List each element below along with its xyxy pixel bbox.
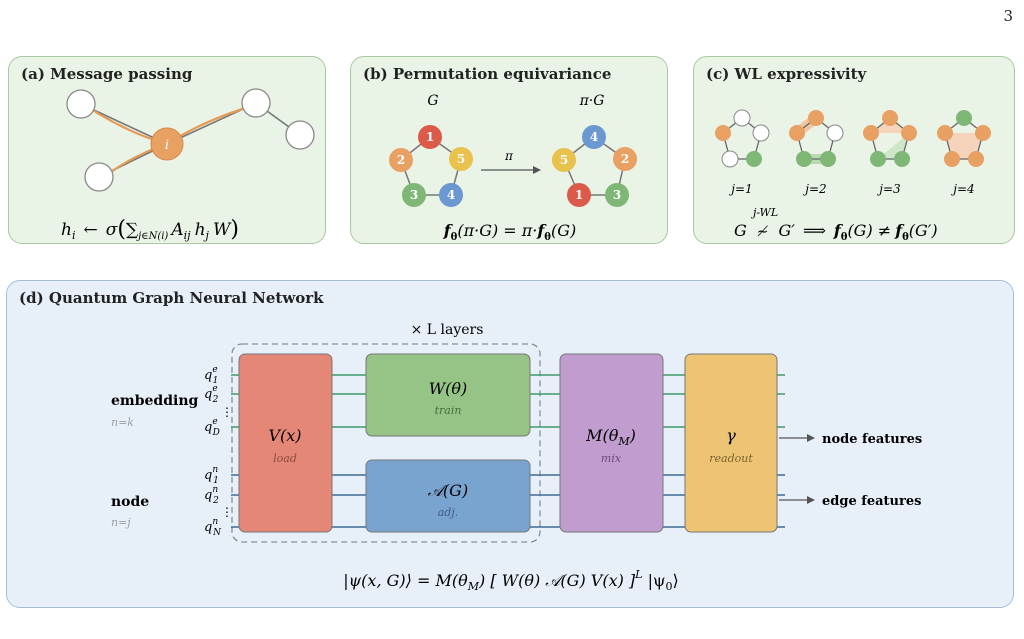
svg-text:2: 2 — [397, 153, 405, 167]
load-label: V(x) — [268, 426, 301, 445]
ellipsis: ⋮ — [221, 405, 233, 419]
svg-text:qn1: qn1 — [204, 465, 219, 486]
permutation-graphs: G π·G 1 2 5 3 4 π — [389, 93, 637, 243]
svg-text:5: 5 — [457, 152, 465, 166]
panel-quantum-gnn: (d) Quantum Graph Neural Network × L lay… — [6, 280, 1014, 608]
mix-block — [559, 353, 664, 533]
svg-text:qe1: qe1 — [204, 365, 218, 386]
svg-text:1: 1 — [426, 130, 434, 144]
j-label: j=4 — [950, 182, 974, 196]
svg-text:3: 3 — [410, 188, 418, 202]
mix-sublabel: mix — [601, 452, 622, 465]
panel-d-title: (d) Quantum Graph Neural Network — [19, 289, 324, 307]
panel-b-title: (b) Permutation equivariance — [363, 65, 612, 83]
ellipsis: ⋮ — [221, 505, 233, 519]
load-block — [238, 353, 333, 533]
j-label: j=1 — [728, 182, 752, 196]
panel-permutation-equivariance: (b) Permutation equivariance G π·G 1 2 5… — [350, 56, 668, 244]
readout-label: γ — [726, 426, 736, 445]
layers-box — [231, 343, 541, 543]
node-green — [402, 183, 426, 207]
embedding-label: embedding — [111, 393, 198, 409]
adjacency-block — [365, 459, 531, 533]
adjacency-label: 𝒜(G) — [428, 481, 468, 500]
svg-text:4: 4 — [447, 188, 455, 202]
train-block — [365, 353, 531, 437]
equivariance-equation: fθ(π·G) = π·fθ(G) — [443, 221, 576, 243]
svg-text:4: 4 — [590, 130, 598, 144]
center-node-label: i — [165, 138, 169, 153]
readout-block — [684, 353, 778, 533]
embedding-n: n=k — [111, 416, 134, 429]
panel-c-title: (c) WL expressivity — [706, 65, 867, 83]
svg-text:1: 1 — [575, 188, 583, 202]
label-g: G — [427, 93, 438, 109]
train-label: W(θ) — [429, 379, 468, 398]
svg-text:5: 5 — [560, 153, 568, 167]
node-label: node — [111, 494, 149, 510]
node-yellow — [449, 147, 473, 171]
wl-label: j-WL — [750, 206, 778, 219]
wl-equation: G≁G′⟹fθ(G) ≠fθ(G′) — [734, 221, 938, 243]
panel-a-title: (a) Message passing — [21, 65, 193, 83]
j-label: j=2 — [802, 182, 826, 196]
svg-text:qeD: qeD — [204, 417, 220, 438]
graph-node — [241, 88, 271, 118]
output-edge-features: edge features — [822, 494, 921, 509]
j-label: j=3 — [876, 182, 901, 196]
layers-label: × L layers — [411, 322, 484, 338]
svg-text:2: 2 — [621, 152, 629, 166]
node-orange — [389, 148, 413, 172]
qgnn-circuit: × L layers V(x) load W(θ) train 𝒜(G) adj… — [111, 322, 922, 593]
center-node — [150, 127, 184, 161]
wl-graphs: j=1 j=2 j=3 j=4 j-WL G≁G′⟹fθ(G) ≠fθ(G′) — [715, 109, 991, 243]
page-number: 3 — [1003, 7, 1013, 25]
node-red — [418, 125, 442, 149]
panel-wl-expressivity: (c) WL expressivity — [693, 56, 1015, 244]
graph-node — [285, 120, 315, 150]
adjacency-sublabel: adj. — [438, 506, 459, 519]
node-n: n=j — [111, 516, 131, 529]
mix-label: M(θM) — [585, 426, 636, 448]
svg-text:qnN: qnN — [204, 517, 222, 538]
readout-sublabel: readout — [709, 452, 753, 465]
node-blue — [439, 183, 463, 207]
arrow-label: π — [504, 149, 514, 163]
svg-text:3: 3 — [613, 188, 621, 202]
graph-node — [66, 89, 96, 119]
qgnn-equation: |ψ(x, G)⟩ = M(θM) [ W(θ) 𝒜(G) V(x) ]L |ψ… — [343, 568, 679, 593]
train-sublabel: train — [435, 404, 462, 417]
svg-text:qe2: qe2 — [204, 384, 219, 405]
label-pi-g: π·G — [579, 93, 605, 109]
svg-text:qn2: qn2 — [204, 485, 219, 506]
output-node-features: node features — [822, 432, 922, 447]
load-sublabel: load — [273, 452, 297, 465]
graph-node — [84, 162, 114, 192]
